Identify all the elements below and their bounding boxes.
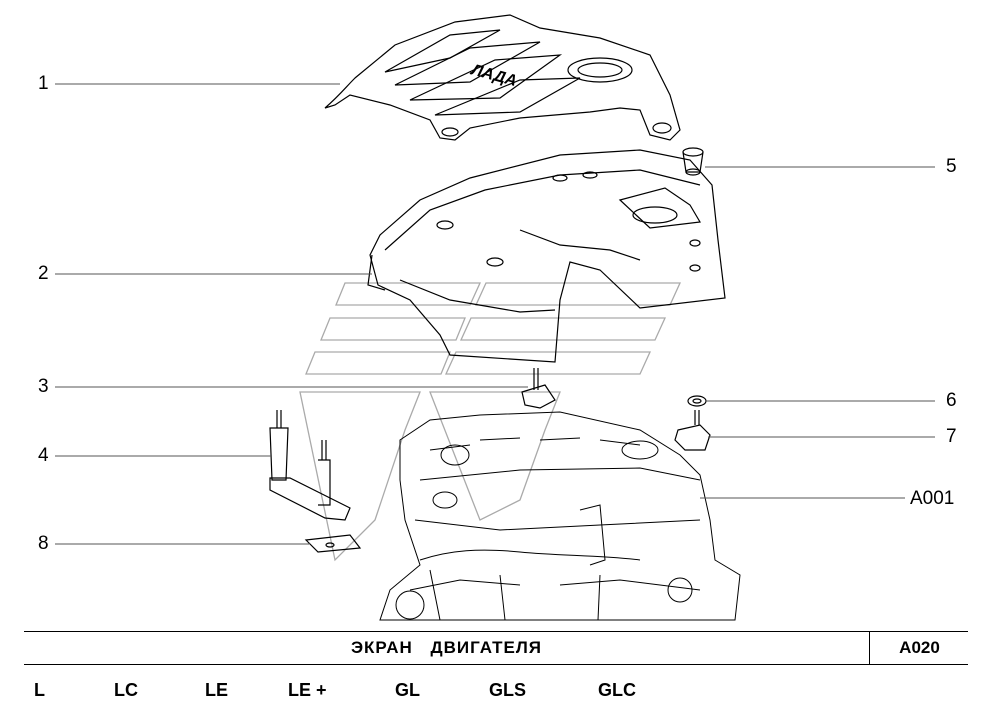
trim-le-plus: LE +	[288, 680, 327, 700]
trim-gls: GLS	[489, 680, 527, 700]
page-code: A020	[869, 632, 969, 664]
trim-lc: LC	[114, 680, 138, 700]
callout-7: 7	[946, 426, 957, 447]
callout-3: 3	[38, 376, 49, 397]
part-5-bushing	[682, 147, 704, 176]
trim-gl: GL	[395, 680, 420, 700]
trim-le: LE	[205, 680, 229, 700]
trim-glc: GLC	[598, 680, 636, 700]
part-1-top-cover: ЛАДА	[324, 14, 681, 141]
callout-a001: A001	[910, 488, 955, 509]
page-title: ЭКРАН ДВИГАТЕЛЯ	[350, 638, 543, 657]
watermark-logo	[299, 282, 682, 562]
title-bar: ЭКРАН ДВИГАТЕЛЯ A020	[24, 631, 968, 665]
part-3-bracket	[521, 368, 556, 409]
part-2-engine-shield	[367, 149, 726, 363]
part-7-bracket	[674, 410, 711, 451]
trim-l: L	[34, 680, 45, 700]
callout-2: 2	[38, 263, 49, 284]
leader-lines	[55, 83, 935, 545]
part-6-washer	[687, 395, 707, 407]
callout-1: 1	[38, 73, 49, 94]
engine-a001	[379, 411, 741, 621]
callout-6: 6	[946, 390, 957, 411]
callout-8: 8	[38, 533, 49, 554]
callout-5: 5	[946, 156, 957, 177]
part-4-support-bracket	[269, 410, 351, 521]
callout-4: 4	[38, 445, 49, 466]
exploded-parts-drawing: ЛАДА	[55, 14, 935, 621]
svg-text:ЛАДА: ЛАДА	[469, 61, 519, 90]
part-8-plate	[304, 534, 362, 553]
